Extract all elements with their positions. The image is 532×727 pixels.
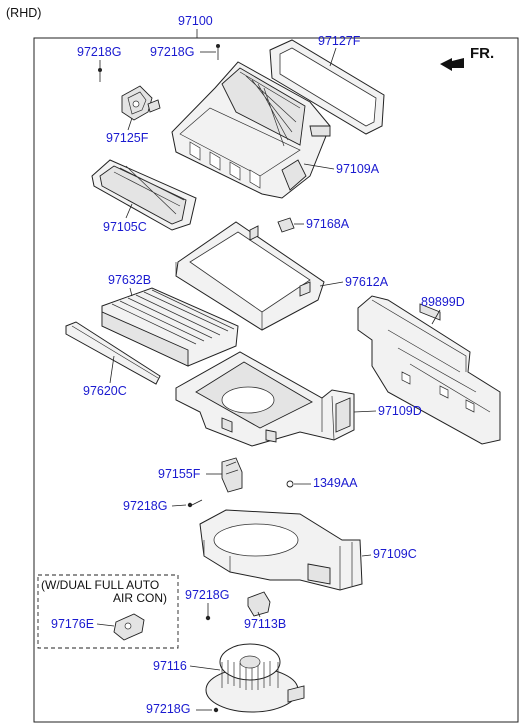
screw-97218g-e[interactable] [213, 707, 219, 713]
label-97218g-a[interactable]: 97218G [77, 45, 121, 59]
part-97113b[interactable] [247, 591, 271, 617]
label-97218g-b[interactable]: 97218G [150, 45, 194, 59]
label-97116[interactable]: 97116 [153, 659, 187, 673]
label-97218g-c[interactable]: 97218G [123, 499, 167, 513]
gasket-frame-97127f[interactable] [269, 39, 385, 135]
diagram-frame [33, 37, 519, 723]
screw-1349aa[interactable] [286, 480, 294, 488]
label-97109d[interactable]: 97109D [378, 404, 422, 418]
filter-cover-97105c[interactable] [91, 159, 197, 231]
screw-97218g-a[interactable] [98, 68, 102, 72]
label-97612a[interactable]: 97612A [345, 275, 389, 289]
label-97168a[interactable]: 97168A [306, 217, 350, 231]
seal-strip-97620c[interactable] [65, 321, 161, 385]
label-97109c[interactable]: 97109C [373, 547, 417, 561]
screw-97218g-c[interactable] [187, 502, 193, 508]
duct-89899d[interactable] [357, 295, 501, 445]
label-97176e[interactable]: 97176E [51, 617, 94, 631]
clip-97168a[interactable] [277, 217, 295, 233]
screw-97218g-d[interactable] [205, 615, 211, 621]
variant-label: (RHD) [6, 6, 41, 20]
label-97218g-e[interactable]: 97218G [146, 702, 190, 716]
label-1349aa[interactable]: 1349AA [313, 476, 358, 490]
label-97632b[interactable]: 97632B [108, 273, 151, 287]
blower-motor-97116[interactable] [205, 643, 305, 713]
front-direction-label: FR. [470, 45, 494, 62]
air-filter-97632b[interactable] [101, 287, 239, 367]
scroll-housing-97109c[interactable] [199, 509, 363, 591]
label-97127f[interactable]: 97127F [318, 34, 361, 48]
sensor-97176e[interactable] [113, 613, 145, 641]
label-97218g-d[interactable]: 97218G [185, 588, 229, 602]
blower-case-97109d[interactable] [175, 351, 355, 447]
filter-frame-97612a[interactable] [175, 221, 325, 331]
option-note-line2: AIR CON) [113, 591, 167, 605]
label-97620c[interactable]: 97620C [83, 384, 127, 398]
main-assembly-label[interactable]: 97100 [178, 14, 213, 28]
label-97125f[interactable]: 97125F [106, 131, 149, 145]
label-97105c[interactable]: 97105C [103, 220, 147, 234]
label-97155f[interactable]: 97155F [158, 467, 201, 481]
actuator-97125f[interactable] [121, 85, 161, 121]
label-97113b[interactable]: 97113B [244, 617, 286, 631]
front-direction-arrow: FR. [440, 45, 494, 71]
option-note-line1: (W/DUAL FULL AUTO [41, 578, 159, 592]
resistor-97155f[interactable] [221, 457, 243, 493]
intake-housing-97109a[interactable] [171, 61, 331, 199]
label-97109a[interactable]: 97109A [336, 162, 380, 176]
screw-97218g-b[interactable] [216, 44, 220, 48]
option-box [37, 574, 179, 649]
label-89899d[interactable]: 89899D [421, 295, 465, 309]
